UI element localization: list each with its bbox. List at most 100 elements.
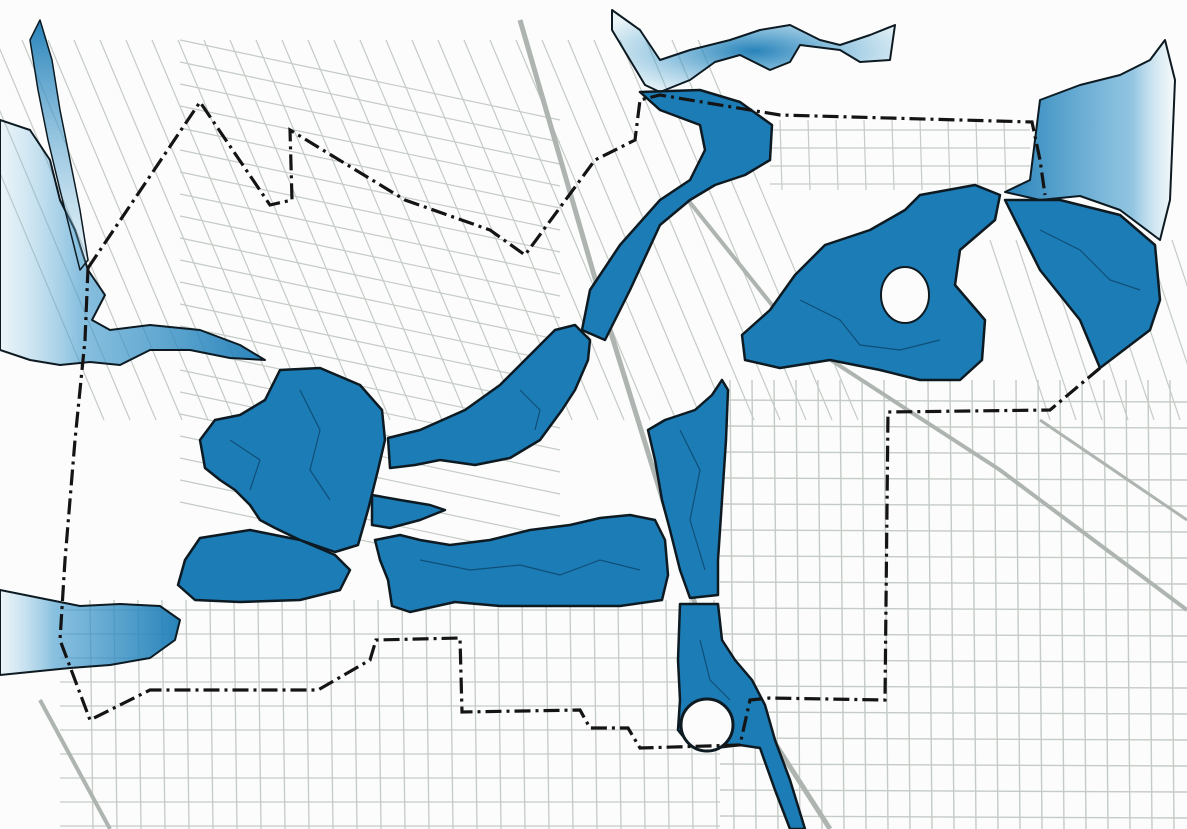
street xyxy=(719,737,1187,741)
zone-southwest-water[interactable] xyxy=(0,589,181,676)
street xyxy=(665,599,670,829)
street xyxy=(1059,379,1065,829)
zone-southwest-park[interactable] xyxy=(176,528,352,604)
street xyxy=(229,39,391,421)
street xyxy=(861,379,867,829)
zone-river-north[interactable] xyxy=(386,323,592,470)
contour-line xyxy=(419,559,641,576)
contour-line xyxy=(229,439,261,491)
street xyxy=(729,379,735,829)
street xyxy=(1015,379,1021,829)
street xyxy=(151,39,313,421)
zone-rail-strip[interactable] xyxy=(646,378,730,600)
street xyxy=(179,215,561,297)
street xyxy=(971,379,977,829)
zone-islands xyxy=(679,266,930,753)
street xyxy=(257,599,262,829)
zone-campus-east[interactable] xyxy=(1003,198,1162,370)
street xyxy=(179,303,561,385)
street xyxy=(47,39,209,421)
street xyxy=(719,581,1187,585)
zone-northwest-stream[interactable] xyxy=(29,19,89,271)
street xyxy=(329,599,334,829)
street xyxy=(617,599,622,829)
street xyxy=(377,599,382,829)
diagonal-road xyxy=(38,699,112,829)
street xyxy=(179,105,561,187)
street xyxy=(401,599,406,829)
street xyxy=(719,555,1187,559)
street xyxy=(719,607,1187,611)
street xyxy=(179,83,561,165)
street xyxy=(989,239,1051,421)
street xyxy=(719,477,1187,481)
zone-campus-central[interactable] xyxy=(740,183,1002,382)
street xyxy=(947,119,951,191)
street xyxy=(719,659,1187,663)
street xyxy=(203,39,365,421)
roundabout-icon xyxy=(679,697,735,753)
street xyxy=(839,379,845,829)
street xyxy=(863,119,867,191)
street xyxy=(545,599,550,829)
street xyxy=(593,39,755,421)
street xyxy=(719,425,1187,429)
street xyxy=(541,39,703,421)
street xyxy=(1015,239,1077,421)
street xyxy=(835,119,839,191)
contour-line xyxy=(1039,229,1141,291)
zone-river-south[interactable] xyxy=(373,513,670,614)
street xyxy=(719,503,1187,507)
street xyxy=(719,451,1187,455)
street xyxy=(993,379,999,829)
zone-northeast-water[interactable] xyxy=(1004,39,1176,241)
street xyxy=(779,119,783,191)
street xyxy=(497,599,502,829)
district-boundary-line[interactable] xyxy=(58,93,1102,750)
contour-line xyxy=(799,299,941,351)
street xyxy=(255,39,417,421)
street xyxy=(385,39,547,421)
street xyxy=(179,281,561,363)
street xyxy=(1169,379,1175,829)
diagonal-road xyxy=(1039,418,1187,522)
street xyxy=(1081,379,1087,829)
highlighted-zones xyxy=(0,9,1176,829)
street xyxy=(1003,119,1007,191)
street xyxy=(179,39,561,121)
street xyxy=(1171,239,1187,287)
zone-detail-lines xyxy=(229,229,1141,701)
street xyxy=(305,599,310,829)
street xyxy=(719,763,1187,767)
street xyxy=(209,599,214,829)
contour-line xyxy=(519,389,541,431)
street xyxy=(179,127,561,209)
street xyxy=(185,599,190,829)
street xyxy=(521,599,526,829)
street xyxy=(281,39,443,421)
street xyxy=(1147,379,1153,829)
street xyxy=(949,379,955,829)
street xyxy=(719,789,1187,793)
zone-river-island[interactable] xyxy=(370,493,447,530)
street xyxy=(719,633,1187,637)
street xyxy=(719,529,1187,533)
street xyxy=(975,119,979,191)
zone-south-corridor[interactable] xyxy=(676,602,807,829)
street xyxy=(359,39,521,421)
campus-pond xyxy=(880,266,930,324)
diagonal-road xyxy=(678,188,1187,612)
street xyxy=(1103,379,1109,829)
street xyxy=(795,379,801,829)
street xyxy=(179,171,561,253)
street xyxy=(927,379,933,829)
zone-north-channel[interactable] xyxy=(580,88,774,342)
contour-line xyxy=(299,389,331,501)
street xyxy=(179,259,561,341)
street xyxy=(807,119,811,191)
street xyxy=(641,599,646,829)
zone-west-park[interactable] xyxy=(198,366,387,554)
street xyxy=(353,599,358,829)
